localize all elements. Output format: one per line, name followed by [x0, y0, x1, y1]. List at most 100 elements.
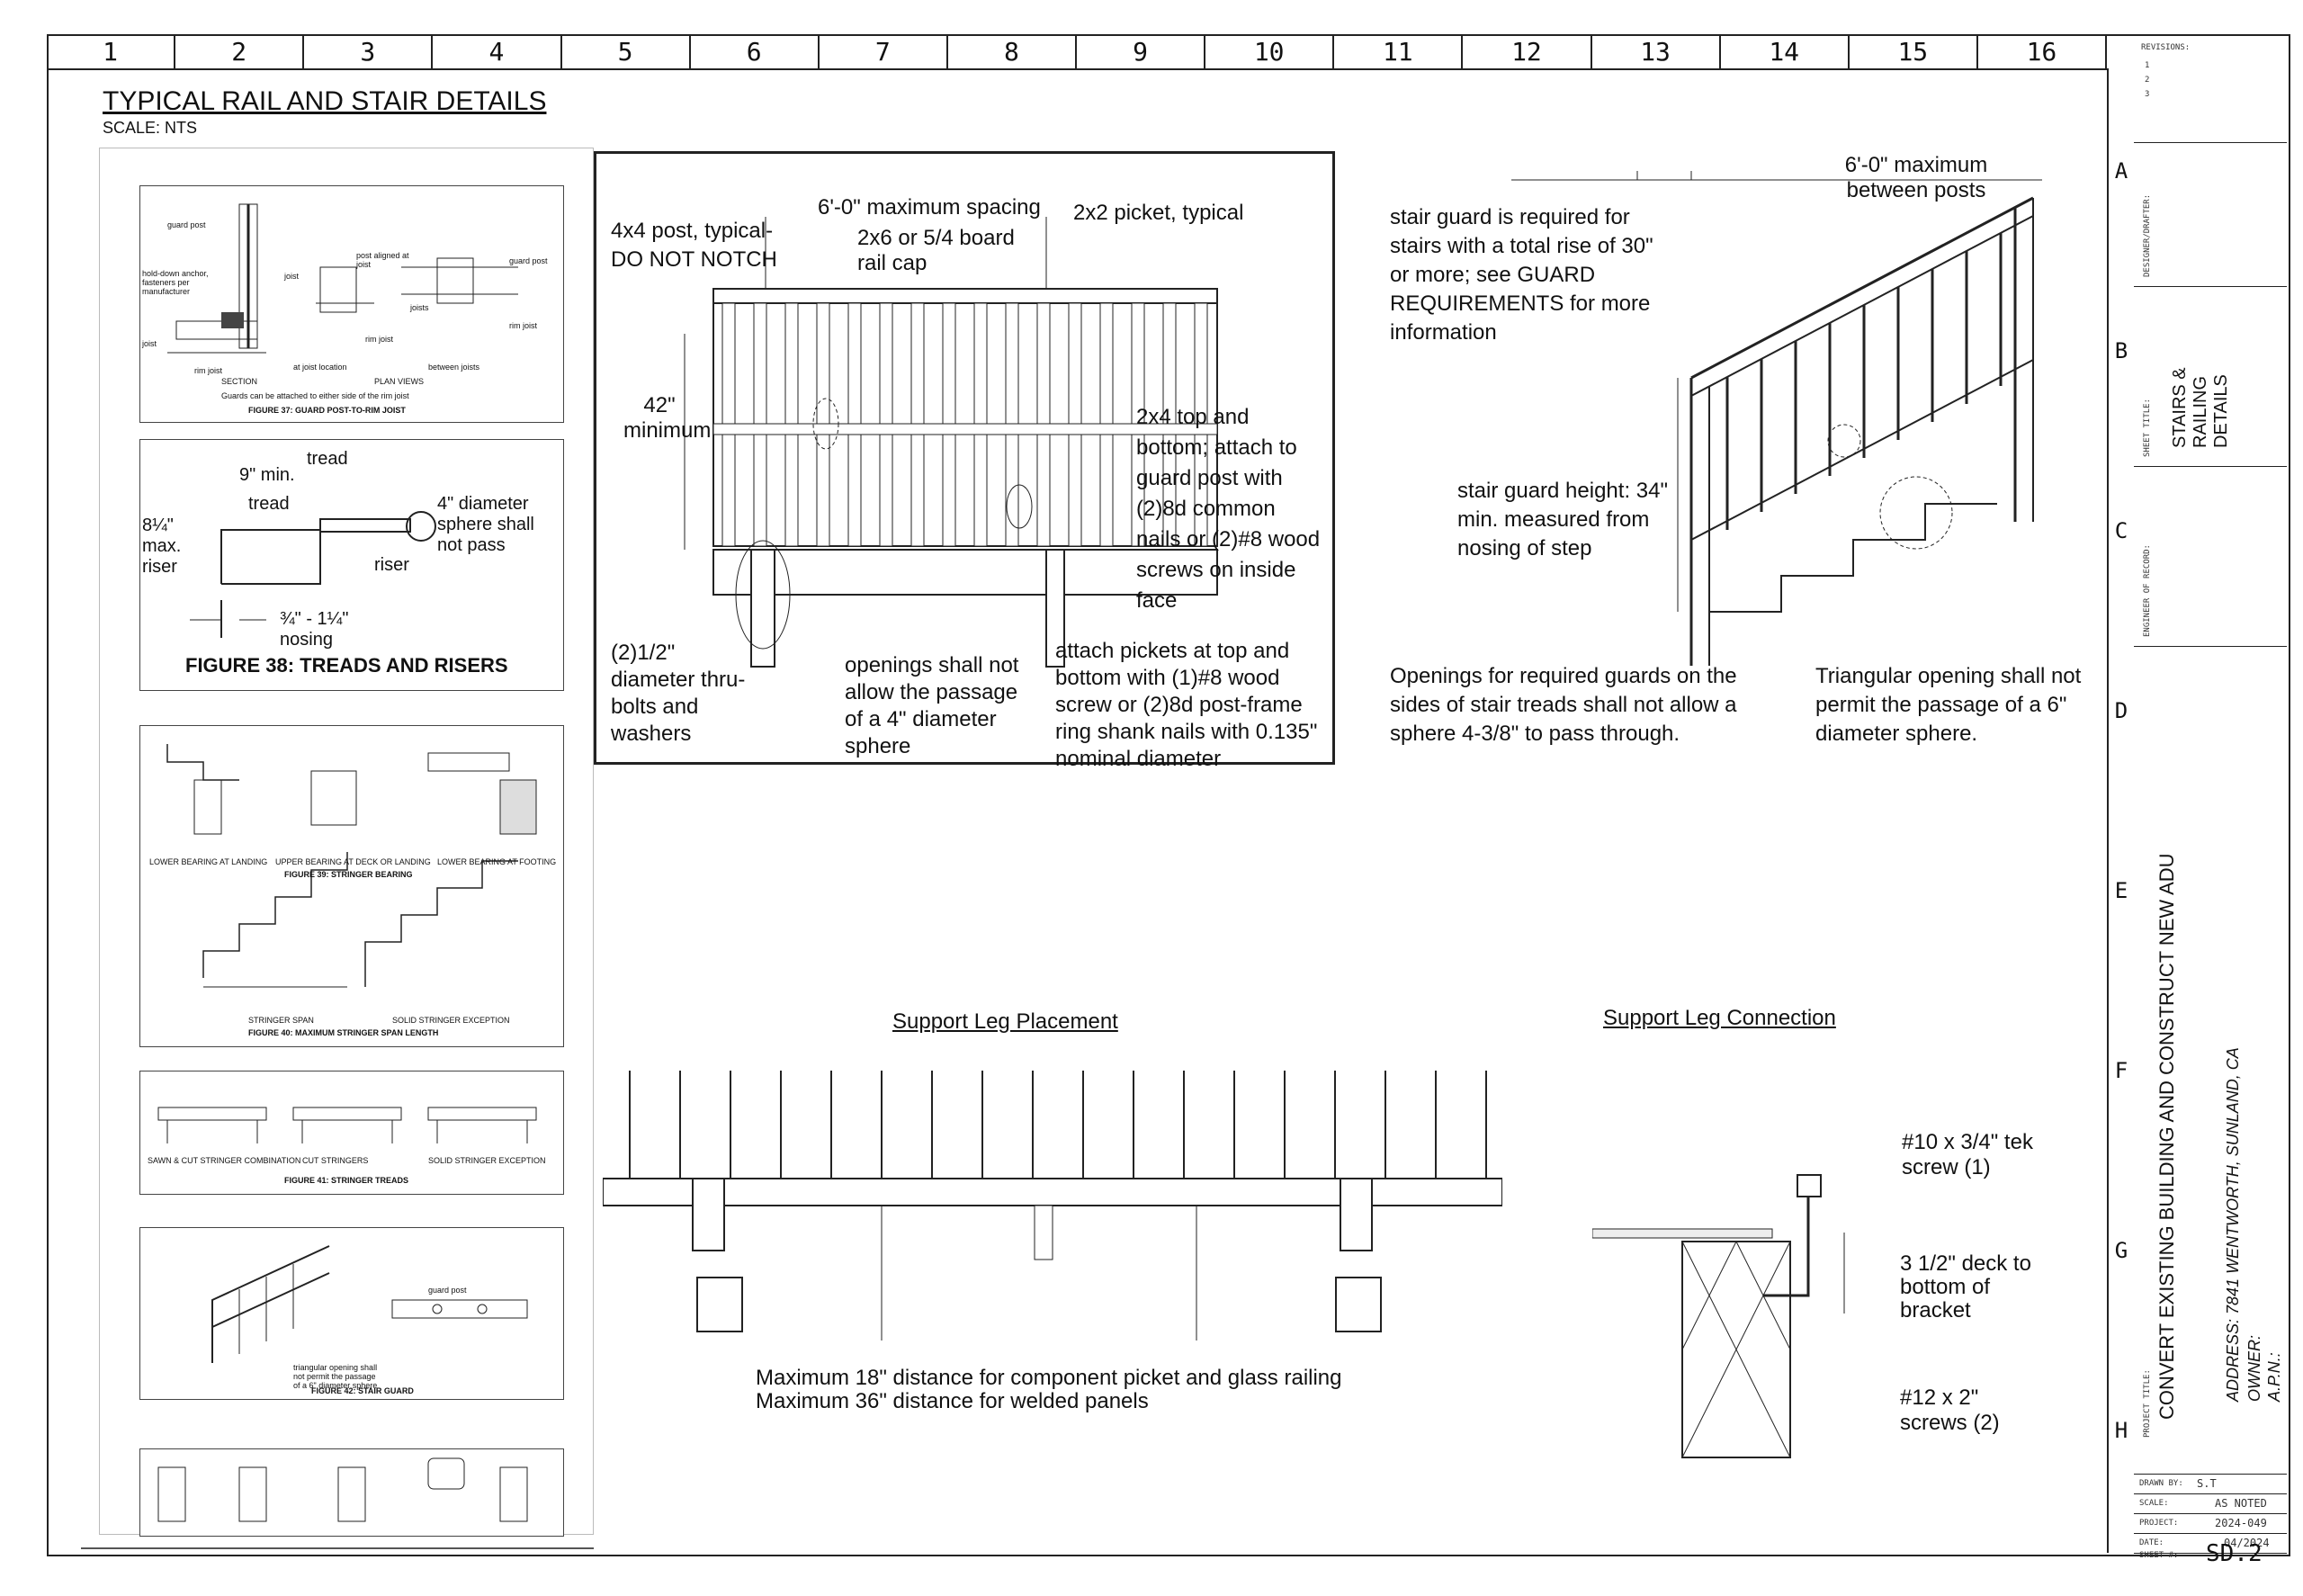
rail-spacing-label: 6'-0" maximum spacing: [818, 195, 1041, 220]
project-apn: A.P.N.:: [2265, 1352, 2283, 1402]
rail-openings-label: openings shall not allow the passage of …: [845, 653, 1019, 758]
figure-39-40: LOWER BEARING AT LANDING UPPER BEARING A…: [139, 725, 564, 1047]
figure-42: guard post triangular opening shall not …: [139, 1227, 564, 1400]
fig38-min: 9" min.: [239, 465, 295, 485]
figure-38: tread 9" min. tread 4" diameter sphere s…: [139, 439, 564, 691]
rail-picket-label: 2x2 picket, typical: [1073, 201, 1244, 225]
revisions-label: REVISIONS:: [2141, 43, 2191, 52]
project-address: ADDRESS: 7841 WENTWORTH, SUNLAND, CA: [2224, 1047, 2242, 1402]
rail-bolts-label: (2)1/2" diameter thru-bolts and washers: [611, 641, 746, 746]
screws-label: #12 x 2" screws (2): [1900, 1385, 2000, 1435]
fig37-label: guard post: [509, 256, 548, 265]
fig37-label: post aligned at joist: [356, 251, 409, 269]
stair-triangular-note: Triangular opening shall not permit the …: [1815, 664, 2082, 746]
fig41-label: SAWN & CUT STRINGER COMBINATION: [148, 1156, 301, 1165]
project-value: 2024-049: [2215, 1517, 2267, 1529]
sheet-label: SHEET #:: [2139, 1551, 2179, 1560]
fig40-caption: FIGURE 40: MAXIMUM STRINGER SPAN LENGTH: [248, 1028, 439, 1037]
drawn-by-label: DRAWN BY:: [2139, 1479, 2183, 1488]
figure-37: guard post hold-down anchor, fasteners p…: [139, 185, 564, 423]
support-leg-placement-drawing: [603, 1071, 1502, 1340]
fig38-caption: FIGURE 38: TREADS AND RISERS: [185, 654, 508, 677]
revision-1: 1: [2145, 61, 2150, 70]
drawn-by-row: DRAWN BY: S.T: [2134, 1474, 2287, 1494]
scale-label: SCALE:: [2139, 1499, 2169, 1508]
rail-post-label: 4x4 post, typical-: [611, 219, 774, 243]
fig37-label: between joists: [428, 363, 480, 372]
project-title-label: PROJECT TITLE:: [2143, 1369, 2152, 1438]
grid-column-label: 12: [1463, 34, 1592, 68]
fig37-label: at joist location: [293, 363, 347, 372]
grid-row-label: B: [2114, 338, 2128, 363]
grid-column-label: 8: [948, 34, 1077, 68]
rail-detail: 4x4 post, typical- DO NOT NOTCH 6'-0" ma…: [594, 151, 1335, 771]
support-leg-note-1: Maximum 18" distance for component picke…: [756, 1366, 1342, 1390]
grid-column-label: 15: [1850, 34, 1978, 68]
grid-row-label: C: [2114, 518, 2128, 543]
project-title: CONVERT EXISTING BUILDING AND CONSTRUCT …: [2155, 853, 2178, 1420]
fig37-label: PLAN VIEWS: [374, 377, 425, 386]
fig41-caption: FIGURE 41: STRINGER TREADS: [284, 1176, 409, 1185]
fig38-riser-label: 8¼" max. riser: [142, 516, 182, 577]
grid-row-label: H: [2114, 1418, 2128, 1443]
grid-column-label: 2: [175, 34, 305, 68]
rail-cap-label: 2x6 or 5/4 board rail cap: [857, 226, 1015, 275]
fig37-label: joists: [410, 303, 429, 312]
revision-2: 2: [2145, 76, 2150, 85]
fig41-label: SOLID STRINGER EXCEPTION: [428, 1156, 546, 1165]
sheet-title: STAIRS & RAILING DETAILS: [2170, 367, 2231, 448]
tek-screw-label: #10 x 3/4" tek screw (1): [1902, 1130, 2033, 1179]
support-leg-note-2: Maximum 36" distance for welded panels: [756, 1389, 1149, 1413]
fig37-label: guard post: [167, 220, 206, 229]
support-leg-placement-title: Support Leg Placement: [892, 1009, 1118, 1034]
figure-43-drawing: [157, 1457, 528, 1522]
fig37-note: Guards can be attached to either side of…: [221, 391, 409, 400]
drawing-frame: [47, 34, 2290, 1556]
grid-column-label: 13: [1592, 34, 1721, 68]
stair-openings-note: Openings for required guards on the side…: [1390, 664, 1737, 746]
fig41-label: CUT STRINGERS: [302, 1156, 369, 1165]
title-block: REVISIONS: 1 2 3 DESIGNER/DRAFTER: SHEET…: [2134, 34, 2287, 1567]
grid-column-label: 14: [1721, 34, 1850, 68]
scale-note: SCALE: NTS: [103, 119, 198, 137]
drawn-by-value: S.T: [2197, 1477, 2217, 1490]
fig37-label: joist: [142, 339, 157, 348]
fig37-label: rim joist: [509, 321, 537, 330]
revision-3: 3: [2145, 90, 2150, 99]
deck-bracket-label: 3 1/2" deck to bottom of bracket: [1900, 1251, 2031, 1323]
fig37-label: joist: [284, 272, 300, 281]
figure-37-drawing: [167, 203, 518, 354]
fig39-label: UPPER BEARING AT DECK OR LANDING: [275, 857, 431, 866]
sheet-number: SD.2: [2206, 1540, 2263, 1567]
fig38-sphere: 4" diameter sphere shall not pass: [437, 494, 534, 555]
figure-42-drawing: [211, 1245, 528, 1363]
revisions-cell: REVISIONS: 1 2 3: [2134, 34, 2287, 143]
project-row: PROJECT: 2024-049: [2134, 1513, 2287, 1534]
project-label: PROJECT:: [2139, 1519, 2179, 1528]
fig40-label: SOLID STRINGER EXCEPTION: [392, 1016, 510, 1025]
stair-guard-drawing: [1511, 171, 2042, 666]
project-owner: OWNER:: [2245, 1335, 2263, 1402]
date-label: DATE:: [2139, 1538, 2164, 1547]
grid-column-label: 3: [304, 34, 434, 68]
grid-column-label: 11: [1334, 34, 1464, 68]
fig37-label: hold-down anchor, fasteners per manufact…: [142, 269, 209, 296]
rail-notch-label: DO NOT NOTCH: [611, 247, 777, 272]
fig37-caption: FIGURE 37: GUARD POST-TO-RIM JOIST: [248, 406, 406, 415]
grid-column-label: 9: [1077, 34, 1206, 68]
figure-38-drawing: [190, 511, 436, 638]
stair-guard-height: stair guard height: 34" min. measured fr…: [1457, 479, 1668, 560]
scale-row: SCALE: AS NOTED: [2134, 1493, 2287, 1514]
figure-39-40-drawing: [166, 744, 537, 988]
fig37-label: SECTION: [221, 377, 258, 386]
date-row: DATE: 04/2024: [2134, 1533, 2287, 1554]
fig42-caption: FIGURE 42: STAIR GUARD: [311, 1386, 414, 1395]
grid-row-label: G: [2114, 1238, 2128, 1263]
grid-column-label: 4: [433, 34, 562, 68]
fig40-label: STRINGER SPAN: [248, 1016, 314, 1025]
grid-column-label: 5: [562, 34, 691, 68]
grid-row-label: D: [2114, 698, 2128, 723]
scale-value: AS NOTED: [2215, 1497, 2267, 1510]
